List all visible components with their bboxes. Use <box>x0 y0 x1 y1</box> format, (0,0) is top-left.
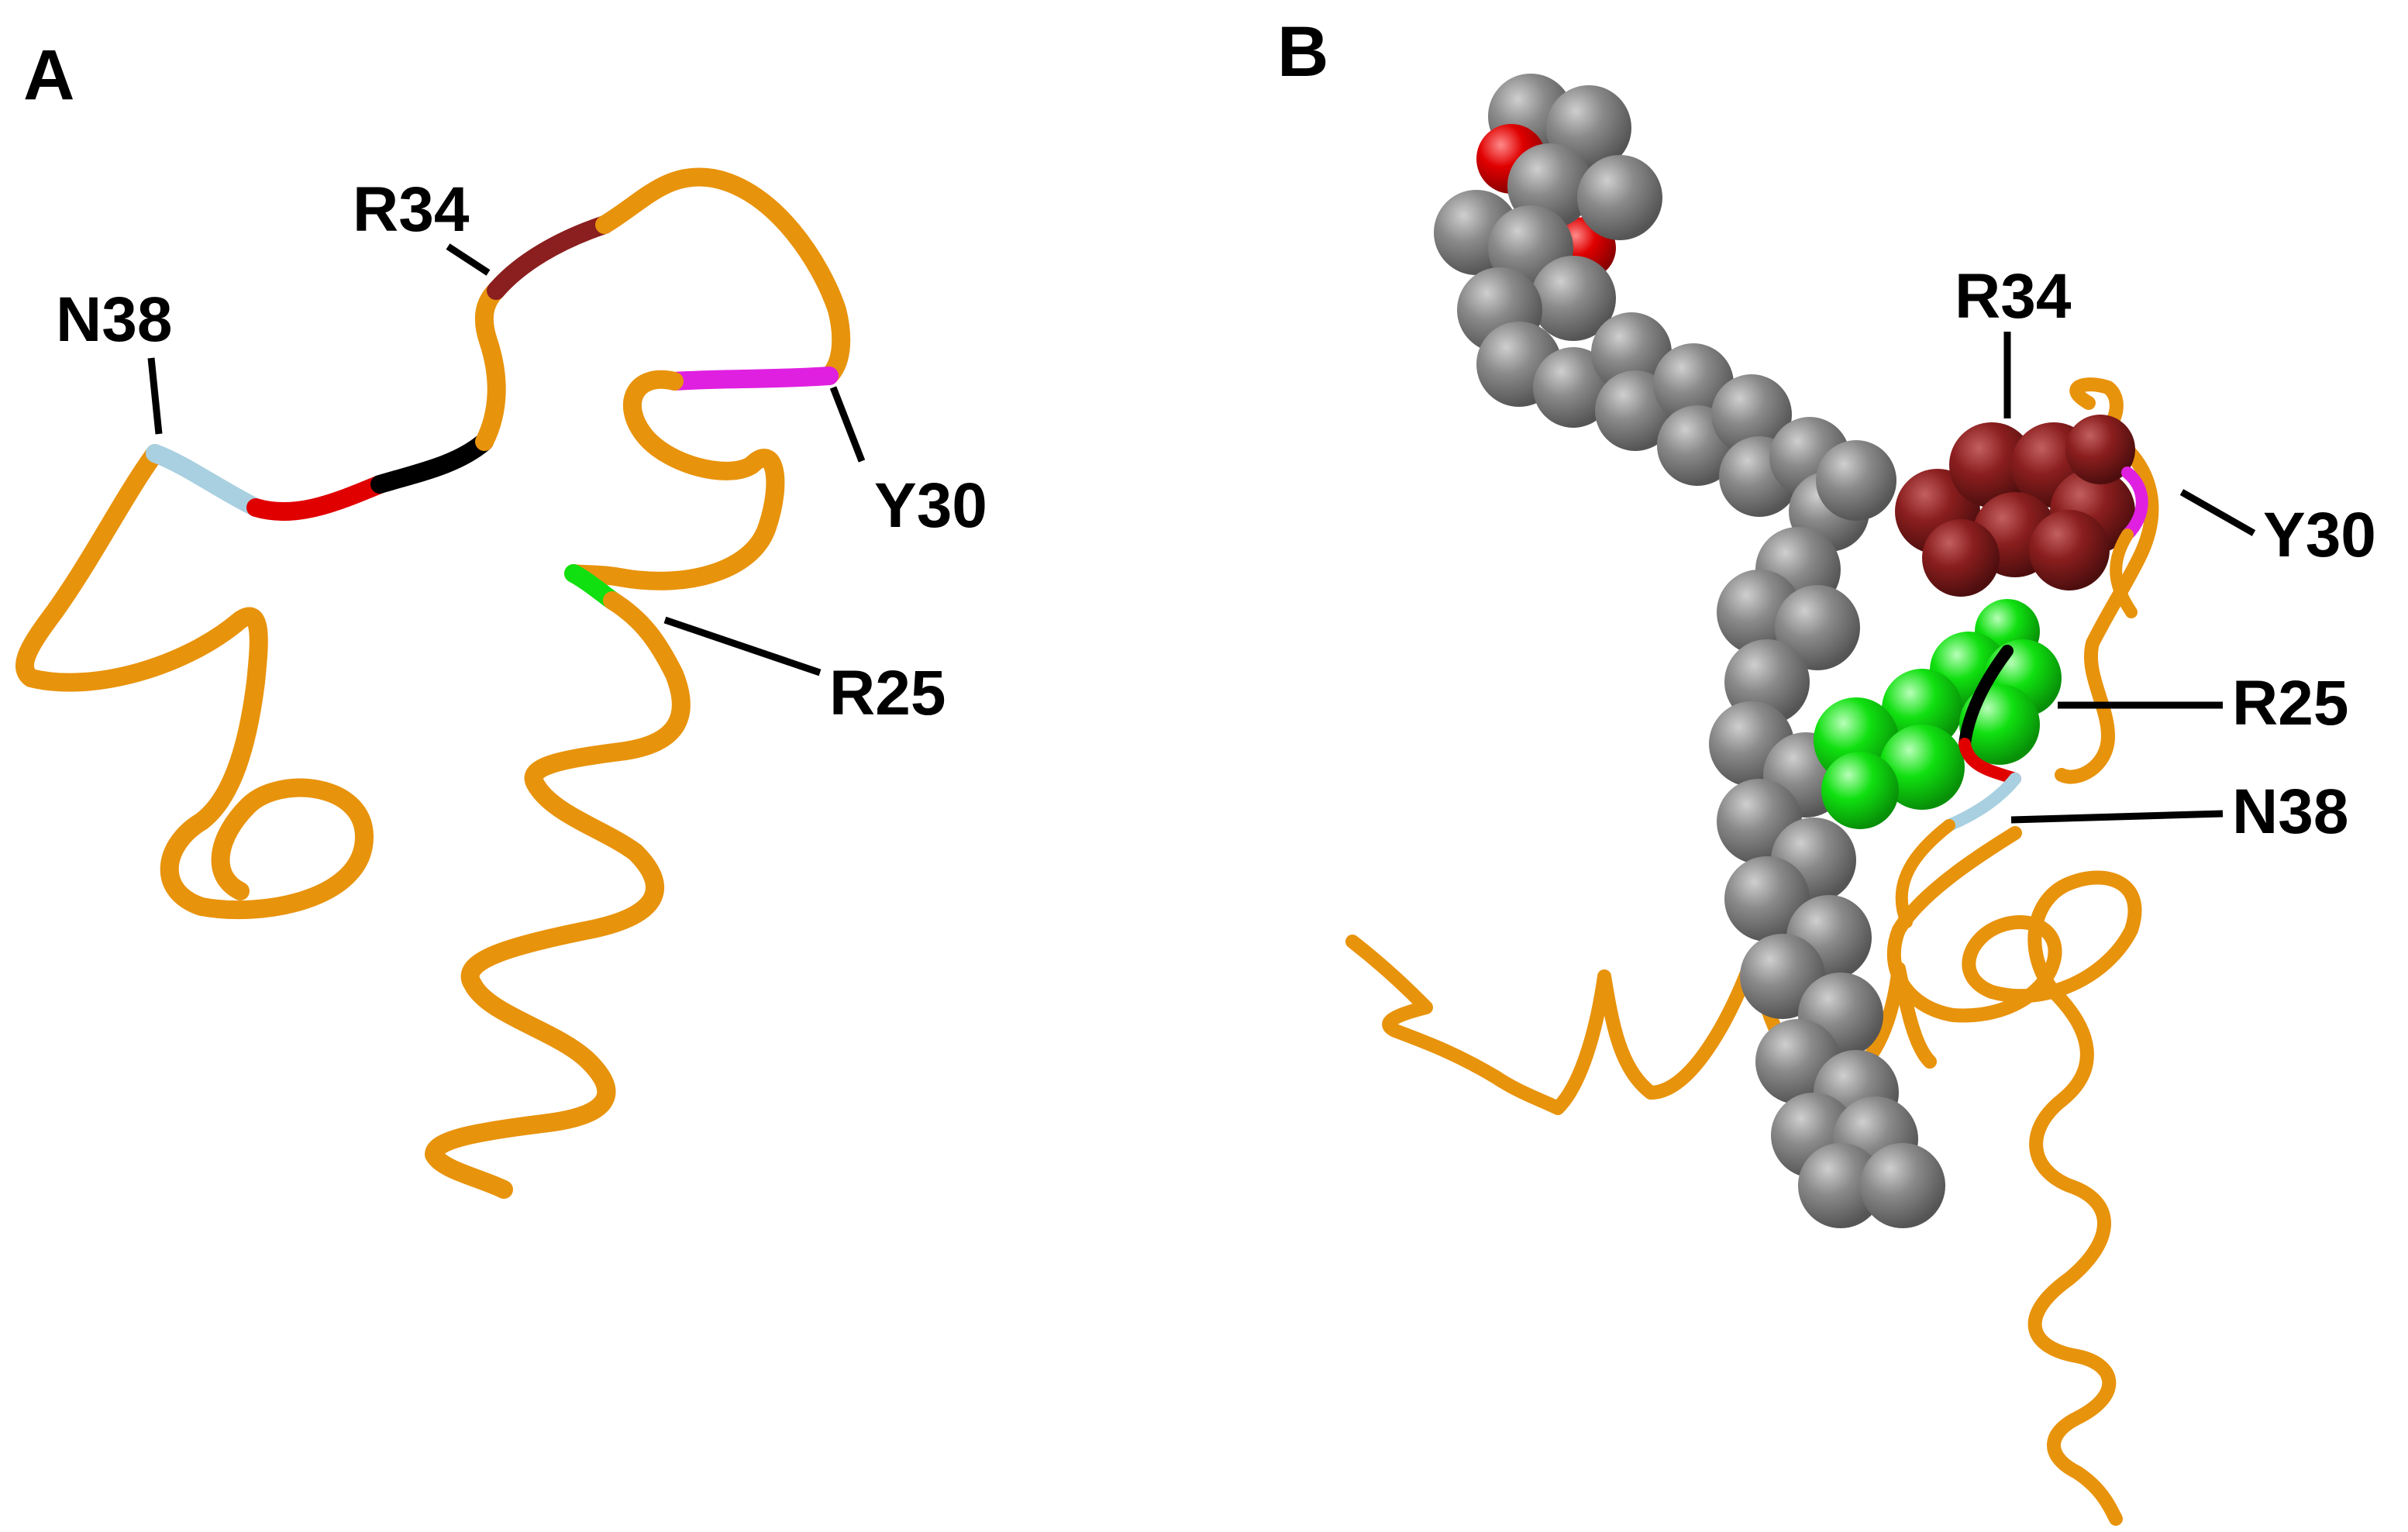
lipid-atom <box>1711 374 1792 455</box>
panel-a: A <box>16 36 851 1199</box>
lipid-atom <box>1531 256 1616 341</box>
r25-atom <box>1821 752 1899 829</box>
label-a-n38: N38 <box>56 284 172 355</box>
lipid-atom <box>1798 1143 1883 1228</box>
r34-segment <box>487 215 614 300</box>
panel-a-labels: N38 R34 Y30 R25 <box>56 174 987 728</box>
y30-segment-b <box>2121 466 2148 541</box>
backbone-rise <box>474 281 506 451</box>
backbone-left-coil <box>16 444 374 920</box>
label-a-r25: R25 <box>829 658 946 728</box>
leader-a-n38 <box>147 357 163 435</box>
backbone-b-n38-link <box>1895 819 1955 928</box>
lipid-atom <box>1816 440 1896 521</box>
r25-atom <box>1882 669 1962 749</box>
r34-residue-spheres <box>1895 415 2135 597</box>
label-b-n38: N38 <box>2232 776 2348 847</box>
backbone-top-arc <box>595 167 851 385</box>
lipid-atom <box>1577 155 1662 240</box>
r34-atom <box>1922 519 2000 597</box>
n38-segment-b <box>1943 773 2021 831</box>
leader-b-y30 <box>2179 489 2256 536</box>
r34-atom <box>2029 510 2110 590</box>
backbone-lower-helix <box>425 591 691 1199</box>
label-b-y30: Y30 <box>2263 500 2376 570</box>
backbone-b-y30-link <box>2110 528 2138 618</box>
red-segment-b <box>1958 738 2021 785</box>
lipid-atom <box>1591 312 1672 393</box>
leader-a-y30 <box>829 386 866 463</box>
lipid-molecule <box>1434 74 1945 1228</box>
black-segment-b <box>1958 645 2014 750</box>
r25-residue-spheres <box>1814 599 2062 829</box>
label-a-y30: Y30 <box>874 470 987 541</box>
panel-letter-a: A <box>23 36 74 115</box>
backbone-b-front <box>1886 377 2159 1526</box>
red-segment <box>246 475 389 522</box>
panel-letter-b: B <box>1277 12 1328 91</box>
backbone-mid-loop <box>564 370 785 590</box>
label-a-r34: R34 <box>353 174 470 245</box>
r34-atom <box>1949 422 2034 508</box>
leader-a-r34 <box>446 243 491 276</box>
lipid-atom <box>1860 1143 1945 1228</box>
lipid-atom <box>1775 585 1860 670</box>
leader-b-n38 <box>2010 810 2224 824</box>
panel-b-front-backbone <box>1886 377 2159 1526</box>
label-b-r25: R25 <box>2232 668 2348 738</box>
lipid-atom <box>1724 856 1810 942</box>
r25-atom <box>1879 725 1965 810</box>
leader-a-r25 <box>663 616 822 676</box>
black-segment <box>370 432 494 494</box>
y30-segment <box>665 367 839 391</box>
lipid-atom <box>1533 347 1614 428</box>
n38-segment <box>146 444 265 517</box>
label-b-r34: R34 <box>1955 261 2072 332</box>
r34-atom <box>2065 415 2135 484</box>
panel-b-labels: R34 Y30 R25 N38 <box>1955 261 2376 847</box>
